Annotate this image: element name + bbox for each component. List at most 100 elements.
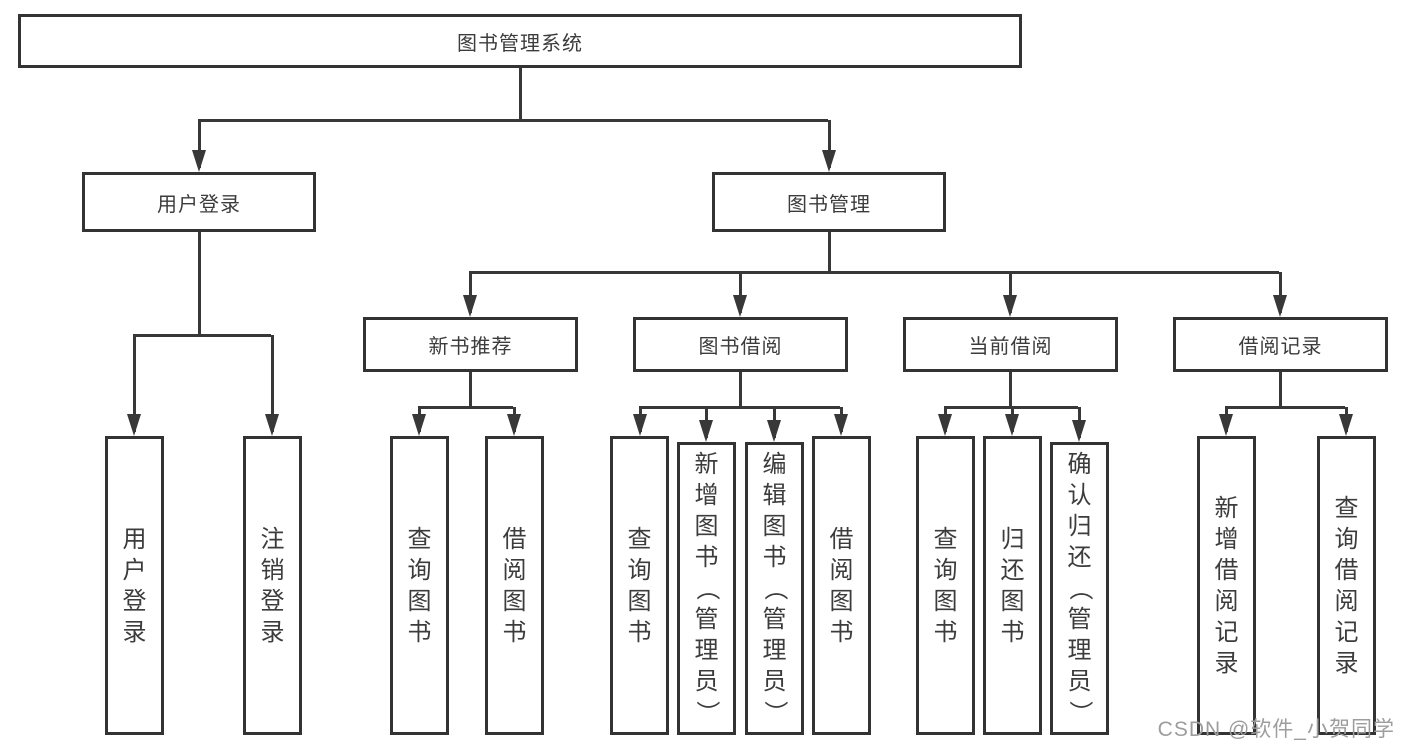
vertical-char: 图 <box>627 587 652 615</box>
vertical-char: 编 <box>762 451 787 478</box>
vertical-char: 确 <box>1067 451 1092 478</box>
arrow-stem <box>197 120 201 168</box>
arrow-down-icon <box>411 414 426 436</box>
vertical-char: 书 <box>502 618 527 646</box>
vertical-char: 销 <box>260 556 285 584</box>
vertical-char: 图 <box>1000 587 1025 615</box>
arrow-stem <box>738 272 742 313</box>
vertical-char: 阅 <box>829 556 854 584</box>
connector-line <box>827 232 831 272</box>
arrow-down-icon <box>632 414 647 436</box>
connector-line <box>638 405 840 409</box>
arrow-down-icon <box>732 295 747 317</box>
csdn-watermark: CSDN @软件_小贺同学 <box>1157 718 1395 741</box>
arrow-down-icon <box>821 150 836 172</box>
connector-line <box>417 405 513 409</box>
arrow-down-icon <box>1004 414 1019 436</box>
vertical-char: 理 <box>694 637 719 664</box>
vertical-char: ） <box>693 700 720 725</box>
node-leaf-logout: 注销登录 <box>243 436 302 735</box>
vertical-char: 书 <box>1000 618 1025 646</box>
arrow-down-icon <box>264 414 279 436</box>
arrow-stem <box>270 335 274 432</box>
node-borrowing-records: 借阅记录 <box>1173 317 1388 372</box>
node-leaf-borrow-book-a: 借阅图书 <box>485 436 544 735</box>
vertical-char: ） <box>761 700 788 725</box>
vertical-char: （ <box>693 576 720 601</box>
vertical-char: 认 <box>1067 482 1092 509</box>
vertical-char: 录 <box>122 618 147 646</box>
arrow-down-icon <box>766 420 781 442</box>
node-new-book-recommend: 新书推荐 <box>363 317 578 372</box>
node-current-borrowing: 当前借阅 <box>903 317 1118 372</box>
connector-line <box>132 333 271 337</box>
node-leaf-add-record: 新增借阅记录 <box>1197 436 1256 735</box>
arrow-down-icon <box>1218 414 1233 436</box>
vertical-char: 查 <box>1334 494 1359 522</box>
vertical-char: 录 <box>1214 649 1239 677</box>
vertical-char: 书 <box>762 544 787 571</box>
vertical-char: 借 <box>502 525 527 553</box>
vertical-char: 书 <box>407 618 432 646</box>
vertical-char: 管 <box>1067 606 1092 633</box>
vertical-char: 登 <box>260 587 285 615</box>
node-leaf-user-login: 用户登录 <box>105 436 164 735</box>
vertical-char: 用 <box>122 525 147 553</box>
vertical-char: 增 <box>694 482 719 509</box>
vertical-char: 阅 <box>1334 587 1359 615</box>
connector-line <box>468 270 1279 274</box>
connector-line <box>468 372 472 407</box>
arrow-down-icon <box>191 150 206 172</box>
vertical-char: 员 <box>1067 668 1092 695</box>
vertical-char: （ <box>761 576 788 601</box>
vertical-char: 记 <box>1334 618 1359 646</box>
connector-line <box>518 68 522 120</box>
arrow-down-icon <box>1272 295 1287 317</box>
arrow-stem <box>132 335 136 432</box>
vertical-char: 图 <box>694 513 719 540</box>
arrow-down-icon <box>1338 414 1353 436</box>
vertical-char: 阅 <box>502 556 527 584</box>
vertical-char: 理 <box>1067 637 1092 664</box>
vertical-char: ） <box>1066 700 1093 725</box>
vertical-char: （ <box>1066 576 1093 601</box>
vertical-char: 书 <box>829 618 854 646</box>
vertical-char: 还 <box>1067 544 1092 571</box>
vertical-char: 录 <box>1334 649 1359 677</box>
connector-line <box>1224 405 1345 409</box>
vertical-char: 书 <box>694 544 719 571</box>
vertical-char: 登 <box>122 587 147 615</box>
node-leaf-return-book: 归还图书 <box>983 436 1042 735</box>
vertical-char: 查 <box>407 525 432 553</box>
node-root: 图书管理系统 <box>18 14 1022 68</box>
vertical-char: 书 <box>933 618 958 646</box>
connector-line <box>1278 372 1282 407</box>
arrow-stem <box>827 120 831 168</box>
vertical-char: 记 <box>1214 618 1239 646</box>
vertical-char: 新 <box>694 451 719 478</box>
connector-line <box>738 372 742 407</box>
node-leaf-confirm-return: 确认归还 （ 管理员 ） <box>1050 442 1109 735</box>
vertical-char: 注 <box>260 525 285 553</box>
vertical-char: 询 <box>1334 525 1359 553</box>
vertical-char: 理 <box>762 637 787 664</box>
arrow-down-icon <box>833 414 848 436</box>
connector-line <box>197 118 828 122</box>
vertical-char: 员 <box>694 668 719 695</box>
arrow-down-icon <box>1071 420 1086 442</box>
vertical-char: 图 <box>762 513 787 540</box>
vertical-char: 询 <box>627 556 652 584</box>
vertical-char: 询 <box>933 556 958 584</box>
node-leaf-query-book-c: 查询图书 <box>916 436 975 735</box>
vertical-char: 增 <box>1214 525 1239 553</box>
node-leaf-query-book-b: 查询图书 <box>610 436 669 735</box>
connector-line <box>1008 372 1012 407</box>
vertical-char: 归 <box>1067 513 1092 540</box>
connector-line <box>197 232 201 335</box>
vertical-char: 归 <box>1000 525 1025 553</box>
vertical-char: 图 <box>502 587 527 615</box>
arrow-down-icon <box>126 414 141 436</box>
node-user-login-branch: 用户登录 <box>82 172 316 232</box>
vertical-char: 管 <box>762 606 787 633</box>
